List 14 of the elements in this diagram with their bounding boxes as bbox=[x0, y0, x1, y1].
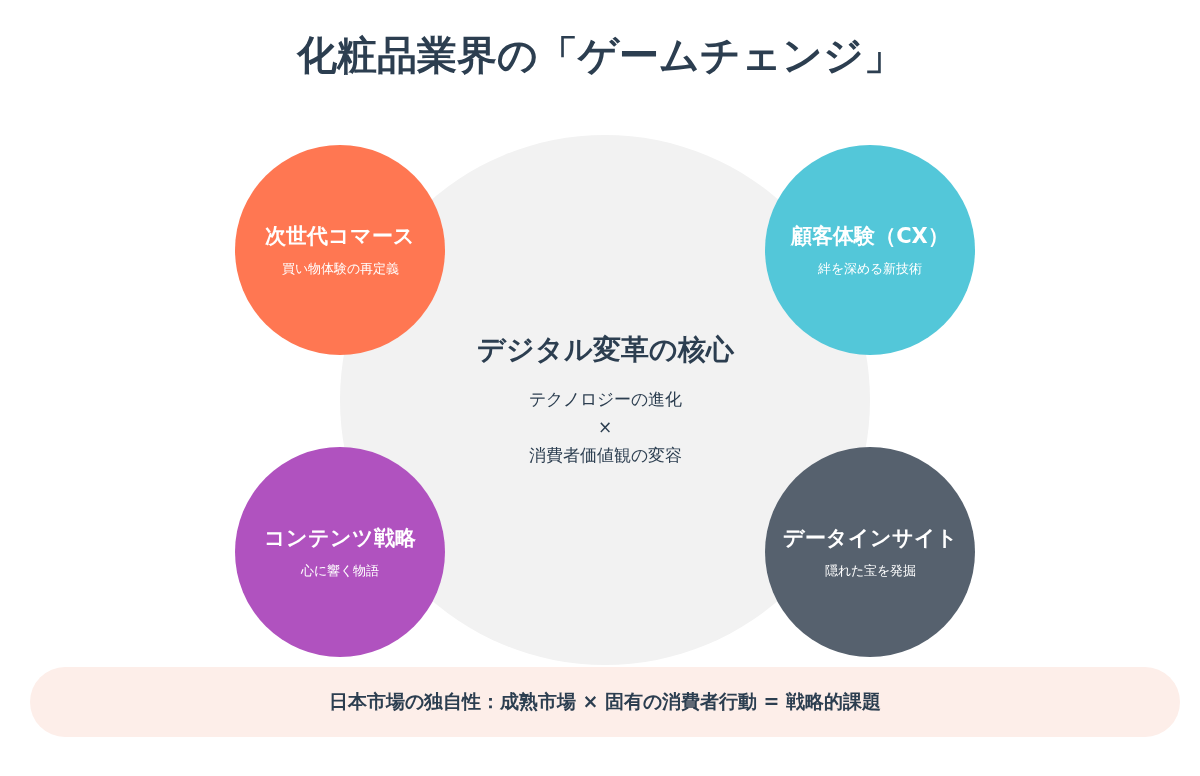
circle-heading: 次世代コマース bbox=[265, 223, 415, 250]
circle-subtitle: 心に響く物語 bbox=[301, 562, 379, 580]
circle-text: 消費者価値観の変容 bbox=[528, 444, 682, 467]
circle-subtitle: 買い物体験の再定義 bbox=[281, 260, 399, 278]
circle-subtitle: 絆を深める新技術 bbox=[818, 260, 922, 278]
circle-heading: データインサイト bbox=[782, 525, 958, 552]
circle-text: × bbox=[597, 416, 613, 439]
title: 化粧品業界の「ゲームチェンジ」 bbox=[295, 31, 905, 80]
circle-text: テクノロジーの進化 bbox=[528, 388, 682, 411]
circle-heading: デジタル変革の核心 bbox=[476, 332, 734, 368]
circle-heading: コンテンツ戦略 bbox=[264, 525, 416, 552]
circle-subtitle: 隠れた宝を発掘 bbox=[824, 562, 916, 580]
circle-heading: 顧客体験（CX） bbox=[791, 223, 949, 250]
summary-text: 日本市場の独自性：成熟市場 × 固有の消費者行動 = 戦略的課題 bbox=[328, 689, 882, 714]
